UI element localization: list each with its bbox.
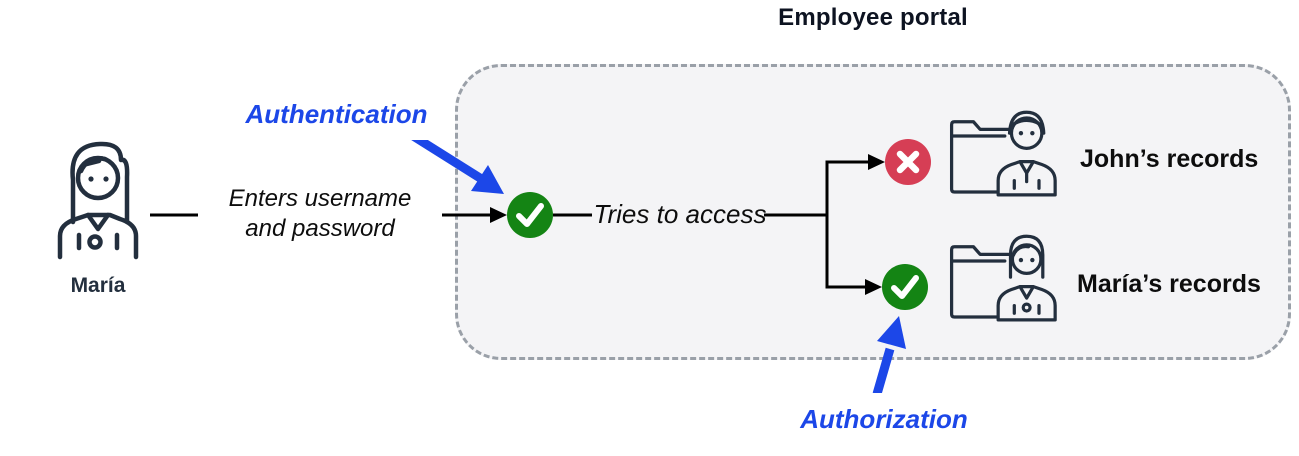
woman-eyes bbox=[1018, 257, 1035, 263]
authentication-label: Authentication bbox=[228, 88, 445, 140]
credentials-line2: and password bbox=[245, 215, 395, 242]
actor-name: María bbox=[70, 274, 126, 297]
access-denied-icon bbox=[885, 139, 931, 185]
folder-woman-icon bbox=[949, 234, 1057, 322]
portal-title: Employee portal bbox=[778, 4, 968, 31]
employee-portal-panel bbox=[455, 64, 1291, 360]
access-granted-icon bbox=[882, 264, 928, 310]
credentials-line1: Enters username bbox=[228, 185, 412, 212]
authorization-label: Authorization bbox=[778, 393, 990, 445]
authentication-check-icon bbox=[507, 192, 553, 238]
record-maria-label: María’s records bbox=[1077, 270, 1261, 298]
record-john-label: John’s records bbox=[1080, 145, 1259, 173]
credentials-note: Enters username and password bbox=[198, 179, 442, 249]
woman-icon bbox=[57, 141, 139, 260]
tries-to-access-label: Tries to access bbox=[593, 199, 767, 229]
folder-man-icon bbox=[949, 110, 1057, 197]
woman-eyes bbox=[88, 176, 109, 182]
man-eyes bbox=[1018, 130, 1035, 136]
